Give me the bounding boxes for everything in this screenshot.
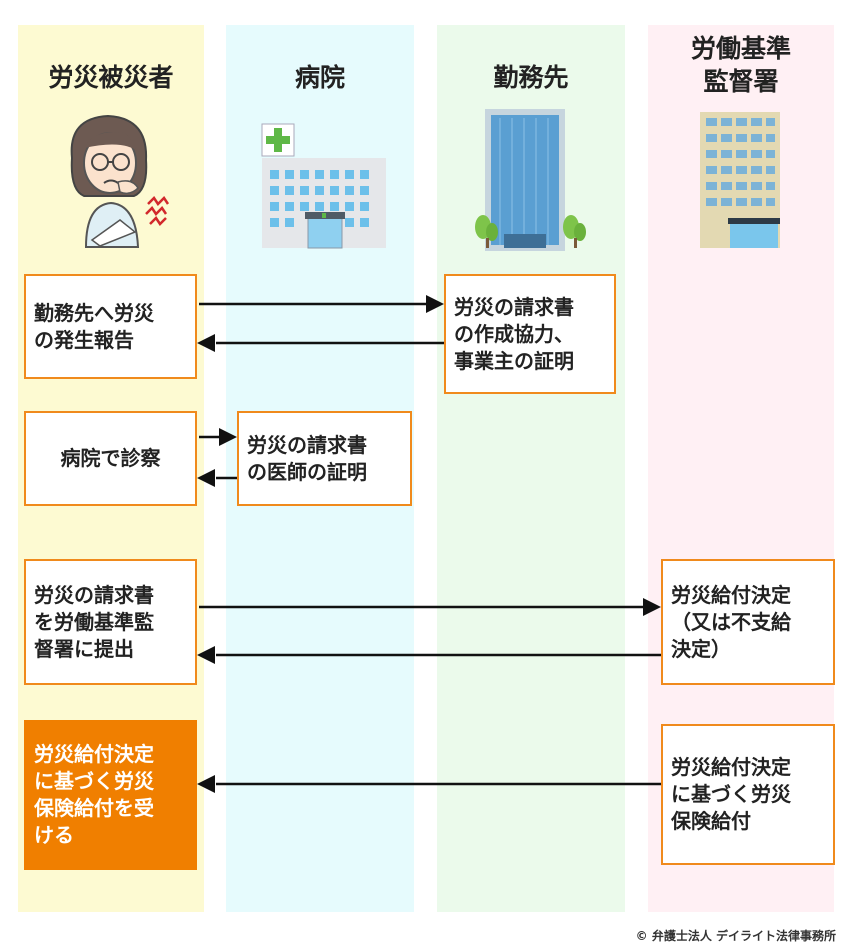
lane-title-employer: 勤務先 [493,63,569,92]
arrow-to-employer [426,295,444,313]
lane-title-hospital: 病院 [294,63,345,92]
step-hospital-exam: 病院で診察 [24,411,197,506]
injured-person-icon [70,114,170,248]
arrow-from-labor-office [197,646,215,664]
arrow-from-hospital [197,469,215,487]
office-building-icon [475,109,586,251]
step-receive-benefit: 労災給付決定 に基づく労災 保険給付を受 ける [24,720,197,870]
step-doctor-certification: 労災の請求書 の医師の証明 [237,411,412,506]
lane-title-office-line2: 監督署 [703,67,779,96]
arrow-from-employer [197,334,215,352]
arrow-to-labor-office [643,598,661,616]
step-benefit-decision: 労災給付決定 （又は不支給 決定） [661,559,835,685]
copyright-notice: © 弁護士法人 デイライト法律事務所 [635,929,836,943]
labor-office-building-icon [700,112,780,248]
lane-title-office-line1: 労働基準 [690,34,791,63]
hospital-icon [261,123,386,249]
step-report-accident: 勤務先へ労災 の発生報告 [24,274,197,379]
lane-title-victim: 労災被災者 [48,63,174,92]
step-submit-claim: 労災の請求書 を労働基準監 督署に提出 [24,559,197,685]
step-insurance-payout: 労災給付決定 に基づく労災 保険給付 [661,724,835,865]
arrow-payout-to-victim [197,775,215,793]
step-employer-cooperation: 労災の請求書 の作成協力、 事業主の証明 [444,274,616,394]
arrow-to-hospital [219,428,237,446]
